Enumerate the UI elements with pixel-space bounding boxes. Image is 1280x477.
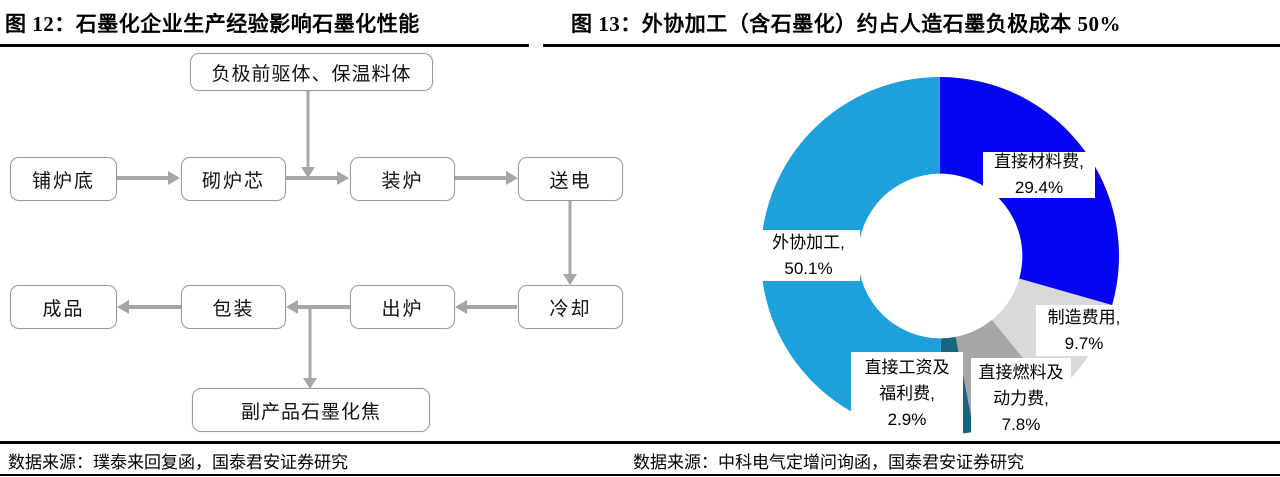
pie-label-line: 7.8% — [1001, 415, 1041, 434]
pie-label-line: 福利费, — [879, 384, 935, 403]
flow-box-cooling: 冷却 — [518, 285, 623, 329]
flow-box-packaging: 包装 — [181, 285, 286, 329]
pie-label-line: 50.1% — [784, 258, 833, 278]
figure12-source: 数据来源：璞泰来回复函，国泰君安证券研究 — [8, 453, 348, 472]
footer-rule — [0, 441, 1280, 444]
pie-data-label: 外协加工, 50.1% — [757, 230, 860, 281]
pie-label-line: 动力费, — [993, 389, 1049, 408]
flow-box-lay-furnace-bottom: 铺炉底 — [10, 157, 117, 201]
bottom-rule — [0, 474, 1280, 476]
flow-box-power-on: 送电 — [518, 157, 623, 201]
flow-box-finished-product: 成品 — [10, 285, 117, 329]
pie-label-line: 外协加工, — [772, 232, 845, 252]
figure13-title: 图 13：外协加工（含石墨化）约占人造石墨负极成本 50% — [571, 12, 1121, 36]
pie-label-line: 直接燃料及 — [978, 363, 1064, 382]
pie-data-label: 直接材料费, 29.4% — [983, 152, 1095, 198]
title-rule-right — [543, 44, 1280, 47]
flow-box-unload-furnace: 出炉 — [350, 285, 455, 329]
flowchart-arrows — [117, 91, 577, 389]
pie-data-label: 制造费用, 9.7% — [1036, 305, 1132, 356]
title-rule-left — [0, 44, 529, 47]
pie-label-line: 9.7% — [1064, 333, 1104, 353]
pie-data-label: 直接燃料及动力费, 7.8% — [971, 358, 1071, 440]
flow-box-precursor: 负极前驱体、保温料体 — [190, 53, 433, 91]
pie-label-line: 2.9% — [887, 410, 927, 429]
flow-box-load-furnace: 装炉 — [350, 157, 455, 201]
figure12-title: 图 12：石墨化企业生产经验影响石墨化性能 — [5, 12, 420, 36]
figure13-source: 数据来源：中科电气定增问询函，国泰君安证券研究 — [633, 453, 1024, 472]
pie-label-line: 直接工资及 — [864, 358, 950, 377]
pie-data-label: 直接工资及福利费, 2.9% — [851, 352, 963, 436]
flow-box-build-furnace-core: 砌炉芯 — [181, 157, 286, 201]
flow-box-byproduct-coke: 副产品石墨化焦 — [192, 388, 430, 432]
pie-label-line: 直接材料费, — [994, 152, 1084, 171]
pie-label-line: 制造费用, — [1047, 307, 1121, 327]
pie-label-line: 29.4% — [1014, 178, 1064, 197]
